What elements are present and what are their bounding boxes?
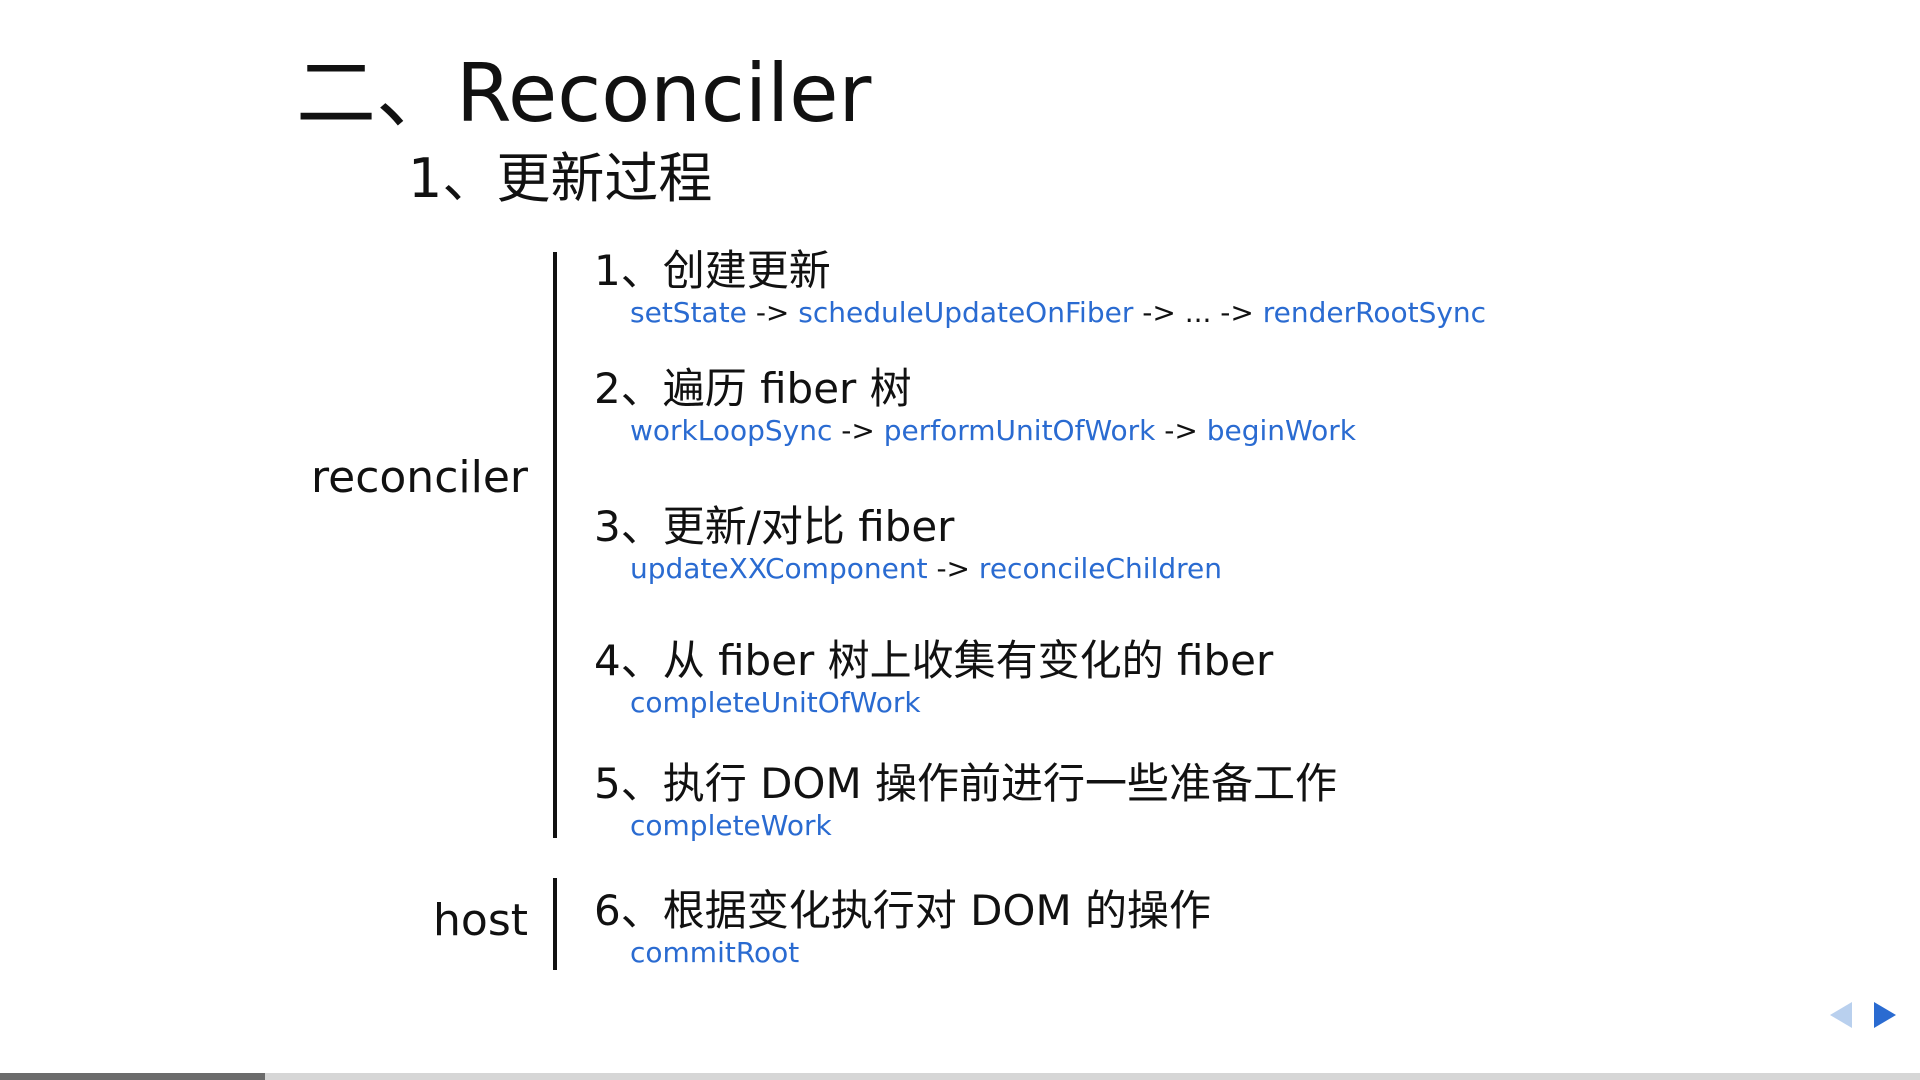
arrow-separator: -> bbox=[927, 552, 979, 585]
step-title: 5、执行 DOM 操作前进行一些准备工作 bbox=[594, 759, 1338, 808]
function-name-link[interactable]: setState bbox=[630, 296, 747, 329]
call-chain: commitRoot bbox=[630, 936, 1211, 970]
group-bar-host bbox=[553, 878, 557, 970]
step-6: 6、根据变化执行对 DOM 的操作 commitRoot bbox=[594, 886, 1211, 970]
call-chain: setState -> scheduleUpdateOnFiber -> ...… bbox=[630, 296, 1486, 330]
step-4: 4、从 fiber 树上收集有变化的 fiber completeUnitOfW… bbox=[594, 636, 1273, 720]
group-label-reconciler: reconciler bbox=[311, 452, 528, 503]
group-bar-reconciler bbox=[553, 252, 557, 838]
previous-slide-button[interactable] bbox=[1830, 1002, 1852, 1028]
step-title: 3、更新/对比 fiber bbox=[594, 502, 955, 551]
step-title: 1、创建更新 bbox=[594, 246, 831, 295]
function-name-link[interactable]: renderRootSync bbox=[1262, 296, 1487, 329]
step-title: 6、根据变化执行对 DOM 的操作 bbox=[594, 886, 1212, 935]
step-2: 2、遍历 fiber 树 workLoopSync -> performUnit… bbox=[594, 364, 1356, 448]
arrow-separator: -> bbox=[1155, 414, 1207, 447]
step-3: 3、更新/对比 fiber updateXXComponent -> recon… bbox=[594, 502, 1222, 586]
call-chain: completeUnitOfWork bbox=[630, 686, 1273, 720]
function-name-link[interactable]: workLoopSync bbox=[630, 414, 833, 447]
slide-title: 二、Reconciler bbox=[296, 47, 872, 140]
function-name-link[interactable]: scheduleUpdateOnFiber bbox=[798, 296, 1134, 329]
function-name-link[interactable]: updateXXComponent bbox=[630, 552, 928, 585]
step-1: 1、创建更新 setState -> scheduleUpdateOnFiber… bbox=[594, 246, 1486, 330]
step-title: 2、遍历 fiber 树 bbox=[594, 364, 912, 413]
arrow-separator: -> bbox=[746, 296, 799, 329]
group-label-host: host bbox=[433, 895, 528, 946]
arrow-separator: -> ... -> bbox=[1133, 296, 1263, 329]
function-name-link[interactable]: reconcileChildren bbox=[978, 552, 1222, 585]
call-chain: updateXXComponent -> reconcileChildren bbox=[630, 552, 1222, 586]
step-title: 4、从 fiber 树上收集有变化的 fiber bbox=[594, 636, 1274, 685]
call-chain: workLoopSync -> performUnitOfWork -> beg… bbox=[630, 414, 1356, 448]
arrow-separator: -> bbox=[832, 414, 884, 447]
function-name-link[interactable]: performUnitOfWork bbox=[883, 414, 1156, 447]
slide-progress-fill bbox=[0, 1073, 265, 1080]
slide-subtitle: 1、更新过程 bbox=[408, 147, 713, 210]
function-name-link[interactable]: beginWork bbox=[1206, 414, 1356, 447]
function-name-link[interactable]: commitRoot bbox=[630, 936, 800, 969]
step-5: 5、执行 DOM 操作前进行一些准备工作 completeWork bbox=[594, 759, 1337, 843]
function-name-link[interactable]: completeUnitOfWork bbox=[630, 686, 921, 719]
next-slide-button[interactable] bbox=[1874, 1002, 1896, 1028]
call-chain: completeWork bbox=[630, 809, 1337, 843]
slide-progress-bar bbox=[0, 1073, 1920, 1080]
function-name-link[interactable]: completeWork bbox=[630, 809, 832, 842]
